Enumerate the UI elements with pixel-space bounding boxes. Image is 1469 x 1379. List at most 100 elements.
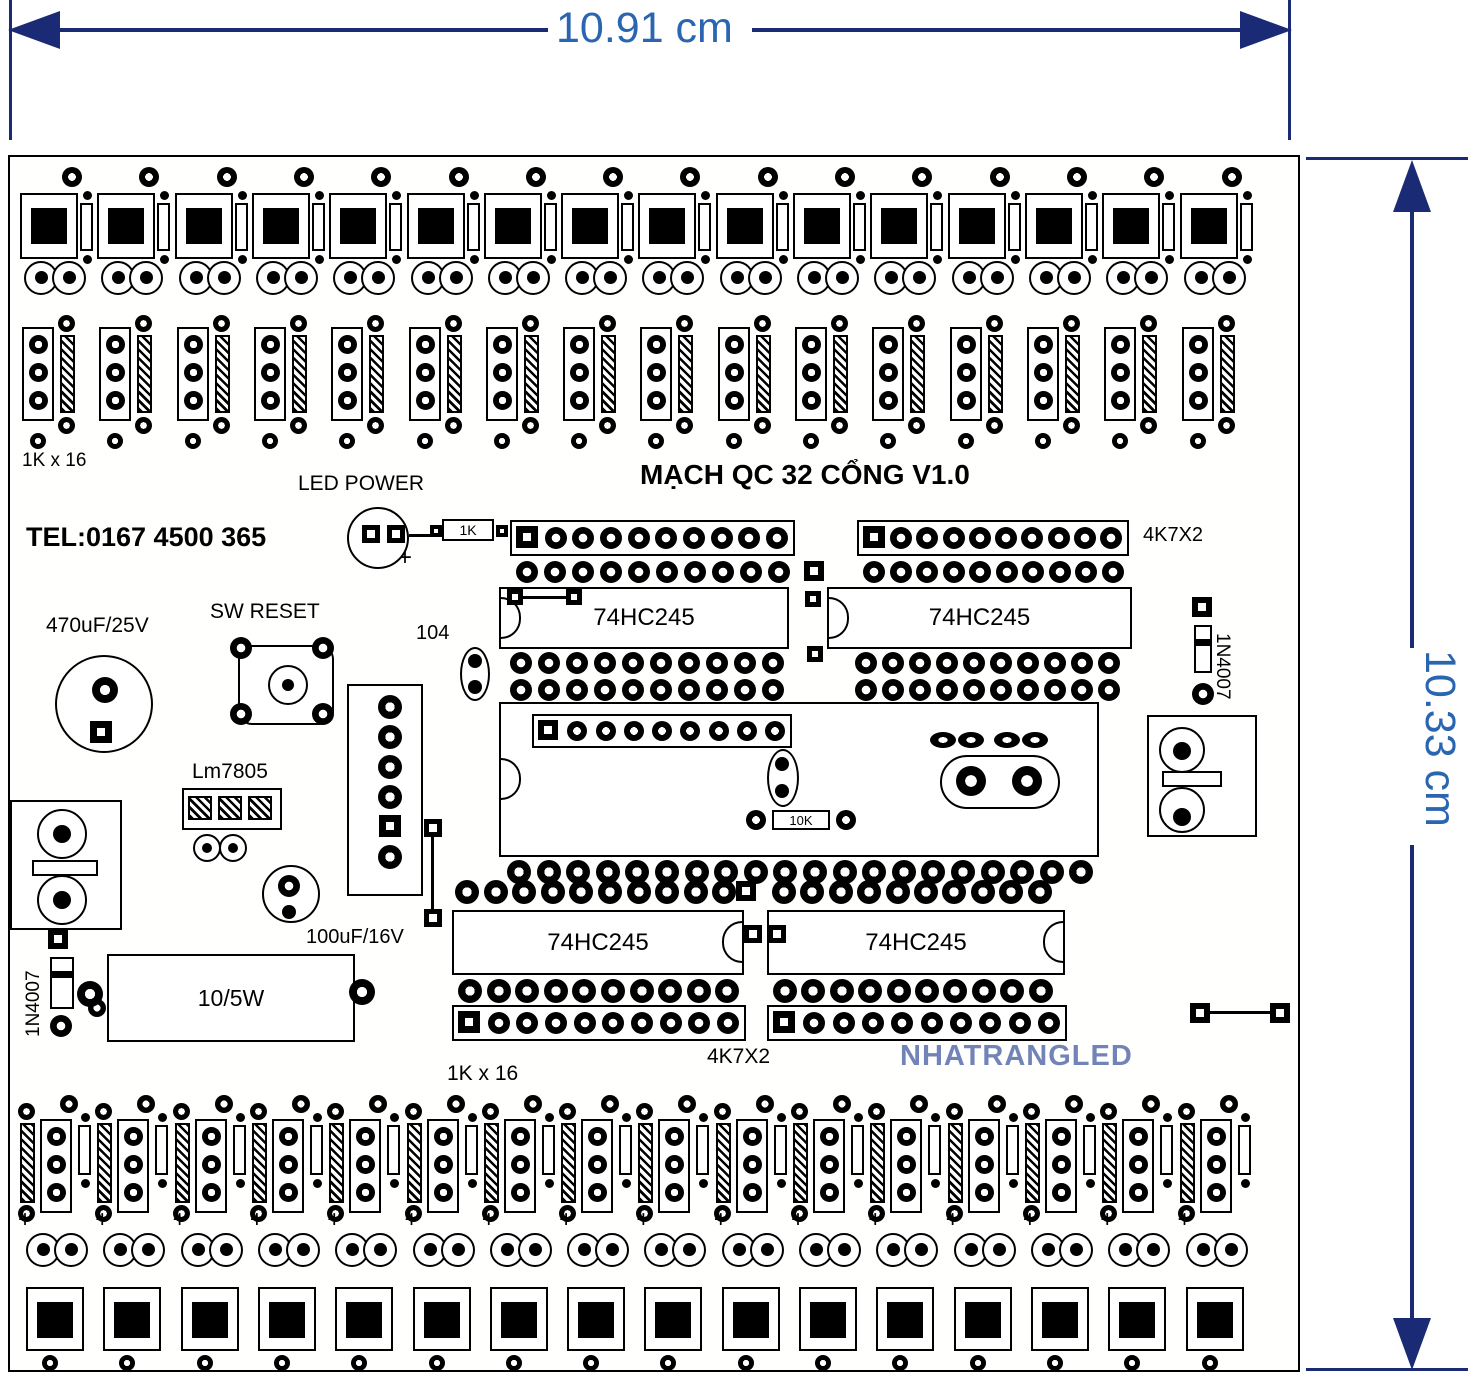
pad <box>1033 391 1053 410</box>
pad <box>655 880 680 904</box>
pad-square <box>538 720 558 740</box>
pad <box>1066 167 1087 187</box>
pad <box>665 1155 685 1174</box>
pad <box>289 315 307 332</box>
pad-solid <box>1163 1179 1173 1188</box>
pad-solid <box>683 1243 697 1256</box>
resistor-body <box>910 335 926 413</box>
pad-square <box>1190 1003 1210 1023</box>
pad <box>339 433 356 449</box>
pad-solid <box>451 1243 465 1256</box>
pad <box>338 335 358 354</box>
pad-solid <box>1224 1243 1238 1256</box>
plus-sign: + <box>327 1206 342 1233</box>
component-outline <box>541 1125 555 1175</box>
pad <box>772 880 796 904</box>
pad <box>801 979 826 1003</box>
pad-solid <box>931 1179 941 1188</box>
pad <box>995 527 1018 549</box>
pad <box>47 1183 66 1202</box>
component-outline <box>567 1287 626 1351</box>
relay-core <box>1041 1302 1078 1338</box>
component-outline <box>644 1287 703 1351</box>
pad <box>880 433 897 449</box>
pad <box>1188 363 1208 382</box>
pad <box>990 679 1012 701</box>
pad <box>588 1183 608 1202</box>
pad-solid <box>191 1243 205 1256</box>
pad <box>378 695 402 719</box>
pad <box>802 363 821 382</box>
pad <box>706 652 728 674</box>
plus-sign: + <box>1022 1206 1037 1233</box>
pad <box>18 1205 35 1222</box>
pad <box>599 417 617 434</box>
pad <box>1217 315 1235 332</box>
component-outline <box>1194 625 1212 673</box>
pad-solid <box>931 1113 941 1122</box>
pad <box>970 880 995 904</box>
pad <box>139 167 160 187</box>
plus-sign: + <box>249 1206 264 1233</box>
dim-line-upper <box>1410 208 1414 648</box>
pad <box>29 335 48 354</box>
dim-line-right <box>752 28 1242 32</box>
pad <box>717 1012 739 1034</box>
pad <box>573 1012 596 1034</box>
relay-core <box>732 1302 769 1338</box>
pad <box>135 417 153 434</box>
pad <box>835 167 855 187</box>
pad <box>985 417 1003 434</box>
pad <box>260 363 280 382</box>
component-outline <box>1159 727 1205 773</box>
pad <box>505 1355 522 1371</box>
component-outline <box>234 203 248 251</box>
pad <box>724 391 744 410</box>
pad <box>943 979 968 1003</box>
pad <box>106 335 126 354</box>
pad-square <box>387 525 405 543</box>
pad <box>647 363 667 382</box>
pad-solid <box>622 1113 632 1122</box>
pad <box>492 363 512 382</box>
pcb-board: 1K x 16 LED POWER TEL:0167 4500 365 MẠCH… <box>8 155 1300 1372</box>
pad <box>1188 335 1208 354</box>
pad <box>627 527 650 549</box>
pad <box>815 1355 831 1371</box>
pad <box>831 417 848 434</box>
pad <box>415 391 435 410</box>
pad-square <box>362 525 380 543</box>
pad-solid <box>578 1243 592 1256</box>
pad <box>338 363 358 382</box>
pad <box>404 1205 422 1222</box>
pad <box>629 979 654 1003</box>
pad <box>1051 1155 1071 1174</box>
plus-sign: + <box>95 1206 110 1233</box>
pad <box>510 1127 530 1146</box>
pad <box>1188 391 1208 410</box>
pad-solid <box>775 757 789 771</box>
pad <box>572 527 595 549</box>
pad <box>956 391 976 410</box>
pad-solid <box>838 1243 851 1256</box>
resistor-body <box>174 1123 190 1203</box>
pad <box>278 875 300 897</box>
ic-label: 74HC245 <box>865 928 967 956</box>
pad <box>183 391 203 410</box>
component-outline <box>311 203 325 251</box>
pad <box>278 1127 298 1146</box>
pad <box>915 979 939 1003</box>
pad-solid <box>294 271 308 284</box>
pad <box>600 561 622 583</box>
relay-core <box>262 208 299 244</box>
ic-74hc245-1: 74HC245 <box>499 587 789 649</box>
pad <box>1034 433 1051 449</box>
pad-solid <box>53 825 71 843</box>
pad <box>678 679 700 701</box>
pad <box>1064 1095 1083 1113</box>
pad <box>201 1127 221 1146</box>
pad-solid <box>500 1243 514 1256</box>
pad-solid <box>217 271 231 284</box>
pad-solid <box>1085 1113 1095 1122</box>
pad <box>1219 1095 1238 1113</box>
